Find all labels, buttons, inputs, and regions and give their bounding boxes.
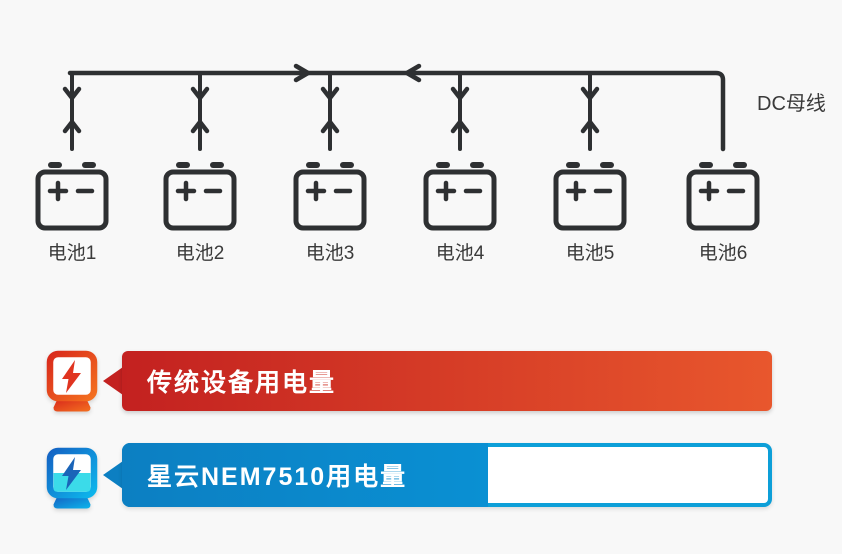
traditional-usage-bar: 传统设备用电量 (122, 351, 772, 411)
battery5-drop-line (583, 73, 597, 149)
circuit-diagram: 电池1 电池2 电池3 电池4 电池5 电池6 DC母线 (0, 63, 826, 264)
battery5-label: 电池5 (566, 242, 615, 264)
nem7510-usage-label: 星云NEM7510用电量 (147, 463, 408, 491)
battery2-drop-line (193, 73, 207, 149)
battery2-icon (166, 162, 234, 228)
bus-arrow-right-icon (293, 63, 311, 83)
bar-pointer-left-icon (103, 367, 123, 395)
blue-power-meter-lightning-icon (46, 447, 98, 509)
battery4-drop-line (453, 73, 467, 149)
battery3-icon (296, 162, 364, 228)
battery3-drop-line (323, 73, 337, 149)
battery3-label: 电池3 (306, 242, 355, 264)
bus-arrow-left-icon (404, 63, 422, 83)
lightning-bolt-icon (62, 457, 81, 490)
battery1-drop-line (65, 73, 79, 149)
red-power-meter-lightning-icon (46, 350, 98, 412)
battery6-icon (689, 162, 757, 228)
dc-bus-label: DC母线 (757, 92, 826, 115)
battery1-icon (38, 162, 106, 228)
battery5-icon (556, 162, 624, 228)
bar-pointer-left-icon (103, 461, 123, 489)
battery4-icon (426, 162, 494, 228)
traditional-usage-label: 传统设备用电量 (147, 369, 337, 397)
battery4-label: 电池4 (436, 242, 485, 264)
battery6-label: 电池6 (699, 242, 748, 264)
lightning-bolt-icon (62, 360, 81, 393)
battery1-label: 电池1 (48, 242, 97, 264)
battery2-label: 电池2 (176, 242, 225, 264)
dc-bus-line (67, 70, 726, 152)
nem7510-usage-fill: 星云NEM7510用电量 (122, 443, 488, 507)
